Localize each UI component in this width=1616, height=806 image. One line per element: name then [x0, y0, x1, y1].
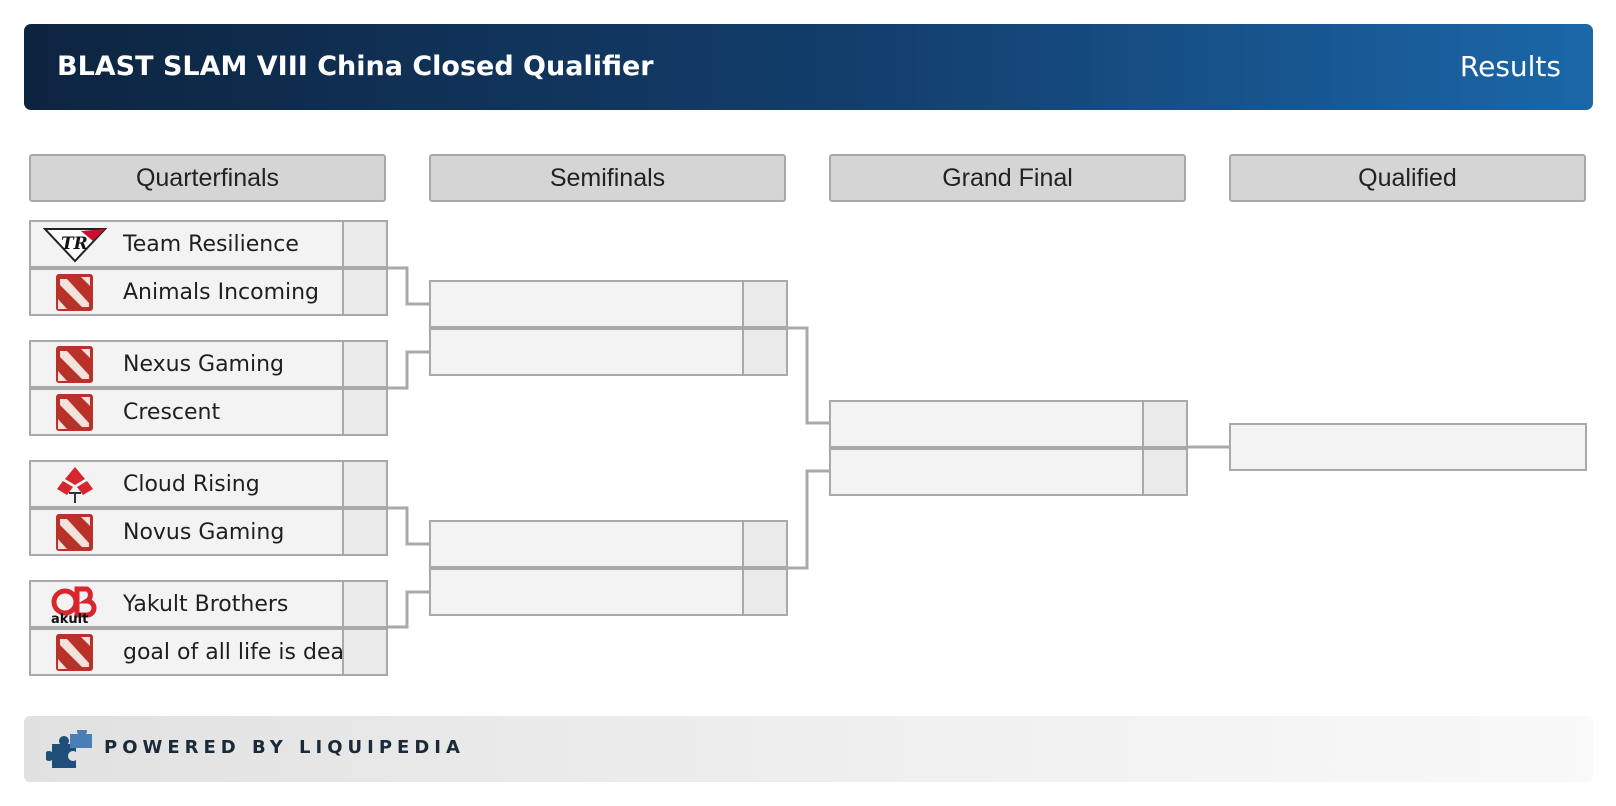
cloud-rising-logo: [57, 467, 93, 503]
match-slot-team-resilience[interactable]: TR Team Resilience: [29, 220, 388, 268]
score-box: [742, 522, 786, 566]
semifinal-1-slot-1[interactable]: [429, 280, 788, 328]
connector-sf1-gf: [788, 326, 829, 425]
round-header-quarterfinals: Quarterfinals: [29, 154, 386, 202]
team-resilience-logo: TR: [43, 228, 107, 263]
match-slot-novus-gaming[interactable]: Novus Gaming: [29, 508, 388, 556]
connector-qf1-sf1: [388, 266, 429, 306]
connector-qf3-sf2: [388, 506, 429, 546]
results-link[interactable]: Results: [1459, 50, 1561, 83]
round-header-grand-final: Grand Final: [829, 154, 1186, 202]
dota-2-logo: [56, 394, 93, 431]
semifinal-1-slot-2[interactable]: [429, 328, 788, 376]
semifinal-2-slot-1[interactable]: [429, 520, 788, 568]
match-slot-goal-of-all-life-is-death[interactable]: goal of all life is death: [29, 628, 388, 676]
team-name: Novus Gaming: [123, 520, 285, 545]
team-name: Yakult Brothers: [123, 592, 289, 617]
score-box: [342, 510, 386, 554]
score-box: [342, 222, 386, 266]
score-box: [1142, 402, 1186, 446]
yakult-brothers-logo: akult: [51, 586, 97, 624]
round-header-semifinals: Semifinals: [429, 154, 786, 202]
dota-2-logo: [56, 514, 93, 551]
svg-text:TR: TR: [61, 234, 88, 254]
svg-text:akult: akult: [51, 612, 88, 624]
score-box: [742, 330, 786, 374]
dota-2-logo: [56, 346, 93, 383]
match-slot-animals-incoming[interactable]: Animals Incoming: [29, 268, 388, 316]
round-header-qualified: Qualified: [1229, 154, 1586, 202]
team-name: Team Resilience: [123, 232, 299, 257]
grand-final-slot-2[interactable]: [829, 448, 1188, 496]
grand-final-slot-1[interactable]: [829, 400, 1188, 448]
semifinal-2-slot-2[interactable]: [429, 568, 788, 616]
match-slot-crescent[interactable]: Crescent: [29, 388, 388, 436]
team-name: goal of all life is death: [123, 640, 367, 665]
dota-2-logo: [56, 274, 93, 311]
team-name: Nexus Gaming: [123, 352, 285, 377]
connector-qf2-sf1: [388, 350, 429, 390]
score-box: [1142, 450, 1186, 494]
score-box: [342, 630, 386, 674]
score-box: [742, 282, 786, 326]
match-slot-yakult-brothers[interactable]: akult Yakult Brothers: [29, 580, 388, 628]
team-name: Crescent: [123, 400, 221, 425]
liquipedia-logo: [46, 730, 92, 768]
score-box: [342, 462, 386, 506]
connector-qf4-sf2: [388, 590, 429, 629]
team-name: Animals Incoming: [123, 280, 320, 305]
score-box: [342, 270, 386, 314]
qualified-slot[interactable]: [1229, 423, 1587, 471]
dota-2-logo: [56, 634, 93, 671]
powered-by-footer[interactable]: POWERED BY LIQUIPEDIA: [24, 716, 1593, 782]
score-box: [342, 582, 386, 626]
powered-by-text: POWERED BY LIQUIPEDIA: [104, 737, 465, 758]
tournament-title: BLAST SLAM VIII China Closed Qualifier: [57, 51, 654, 82]
connector-sf2-gf: [788, 469, 829, 570]
team-name: Cloud Rising: [123, 472, 260, 497]
score-box: [742, 570, 786, 614]
score-box: [342, 390, 386, 434]
bracket-header: BLAST SLAM VIII China Closed Qualifier R…: [24, 24, 1593, 110]
match-slot-nexus-gaming[interactable]: Nexus Gaming: [29, 340, 388, 388]
score-box: [342, 342, 386, 386]
match-slot-cloud-rising[interactable]: Cloud Rising: [29, 460, 388, 508]
